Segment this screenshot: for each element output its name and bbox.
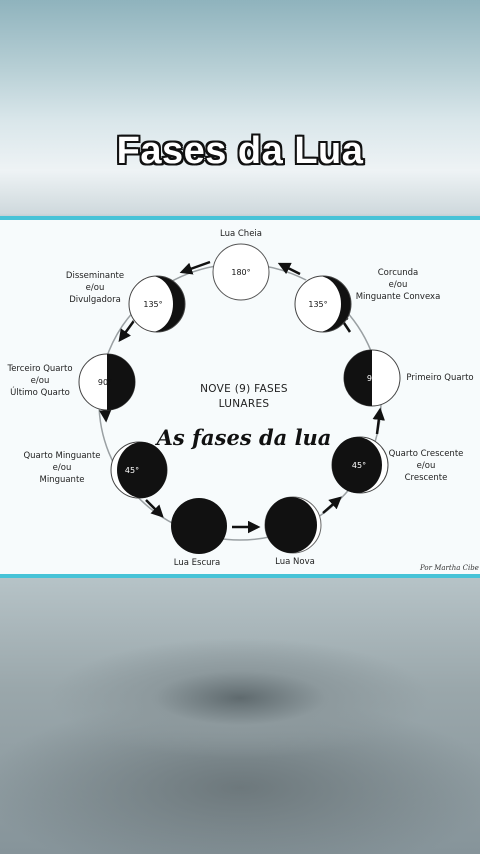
moon-phases-diagram: 180° Lua Cheia 135° Corcunda e/ou Mingua… (0, 216, 480, 578)
label-lua-cheia: Lua Cheia (220, 229, 262, 239)
label-primeiro-quarto: Primeiro Quarto (406, 373, 473, 383)
label-terceiro-quarto-3: Último Quarto (10, 386, 70, 398)
video-title: Fases da Lua (116, 130, 364, 172)
label-corcunda-3: Minguante Convexa (356, 292, 441, 302)
label-quarto-crescente-2: e/ou (417, 461, 436, 471)
label-disseminante-2: e/ou (86, 283, 105, 293)
label-quarto-minguante-3: Minguante (39, 475, 84, 485)
moon-lua-escura (171, 498, 227, 554)
label-quarto-minguante-1: Quarto Minguante (23, 451, 100, 461)
center-heading-line1: NOVE (9) FASES (200, 383, 288, 395)
quarto-crescente-angle: 45° (352, 461, 366, 470)
label-quarto-crescente-1: Quarto Crescente (389, 449, 464, 459)
moon-phases-svg: 180° Lua Cheia 135° Corcunda e/ou Mingua… (6, 229, 479, 572)
blurred-background-bottom (0, 578, 480, 854)
moon-primeiro-quarto: 90° (343, 349, 401, 407)
quarto-minguante-angle: 45° (125, 466, 139, 475)
label-disseminante-3: Divulgadora (69, 295, 121, 305)
disseminante-angle: 135° (143, 300, 162, 309)
label-quarto-crescente-3: Crescente (405, 473, 448, 483)
moon-disseminante: 135° (128, 275, 186, 333)
moon-corcunda: 135° (294, 275, 352, 333)
lua-cheia-angle: 180° (231, 268, 250, 277)
label-corcunda-2: e/ou (389, 280, 408, 290)
label-lua-escura: Lua Escura (174, 558, 220, 568)
moon-lua-nova (264, 496, 322, 554)
terceiro-quarto-angle: 90° (98, 378, 112, 387)
script-title: As fases da lua (155, 425, 332, 450)
moon-lua-cheia: 180° (212, 243, 270, 301)
label-lua-nova: Lua Nova (275, 557, 315, 567)
moon-quarto-minguante: 45° (110, 441, 168, 499)
orbit-arrows (99, 260, 385, 534)
label-terceiro-quarto-1: Terceiro Quarto (6, 364, 72, 374)
primeiro-quarto-angle: 90° (367, 374, 381, 383)
center-heading-line2: LUNARES (219, 398, 270, 410)
signature: Por Martha Cibe (419, 564, 479, 572)
corcunda-angle: 135° (308, 300, 327, 309)
moon-terceiro-quarto: 90° (78, 353, 136, 411)
label-corcunda-1: Corcunda (378, 268, 419, 278)
label-terceiro-quarto-2: e/ou (31, 376, 50, 386)
label-disseminante-1: Disseminante (66, 271, 124, 281)
moon-quarto-crescente: 45° (331, 436, 389, 494)
label-quarto-minguante-2: e/ou (53, 463, 72, 473)
